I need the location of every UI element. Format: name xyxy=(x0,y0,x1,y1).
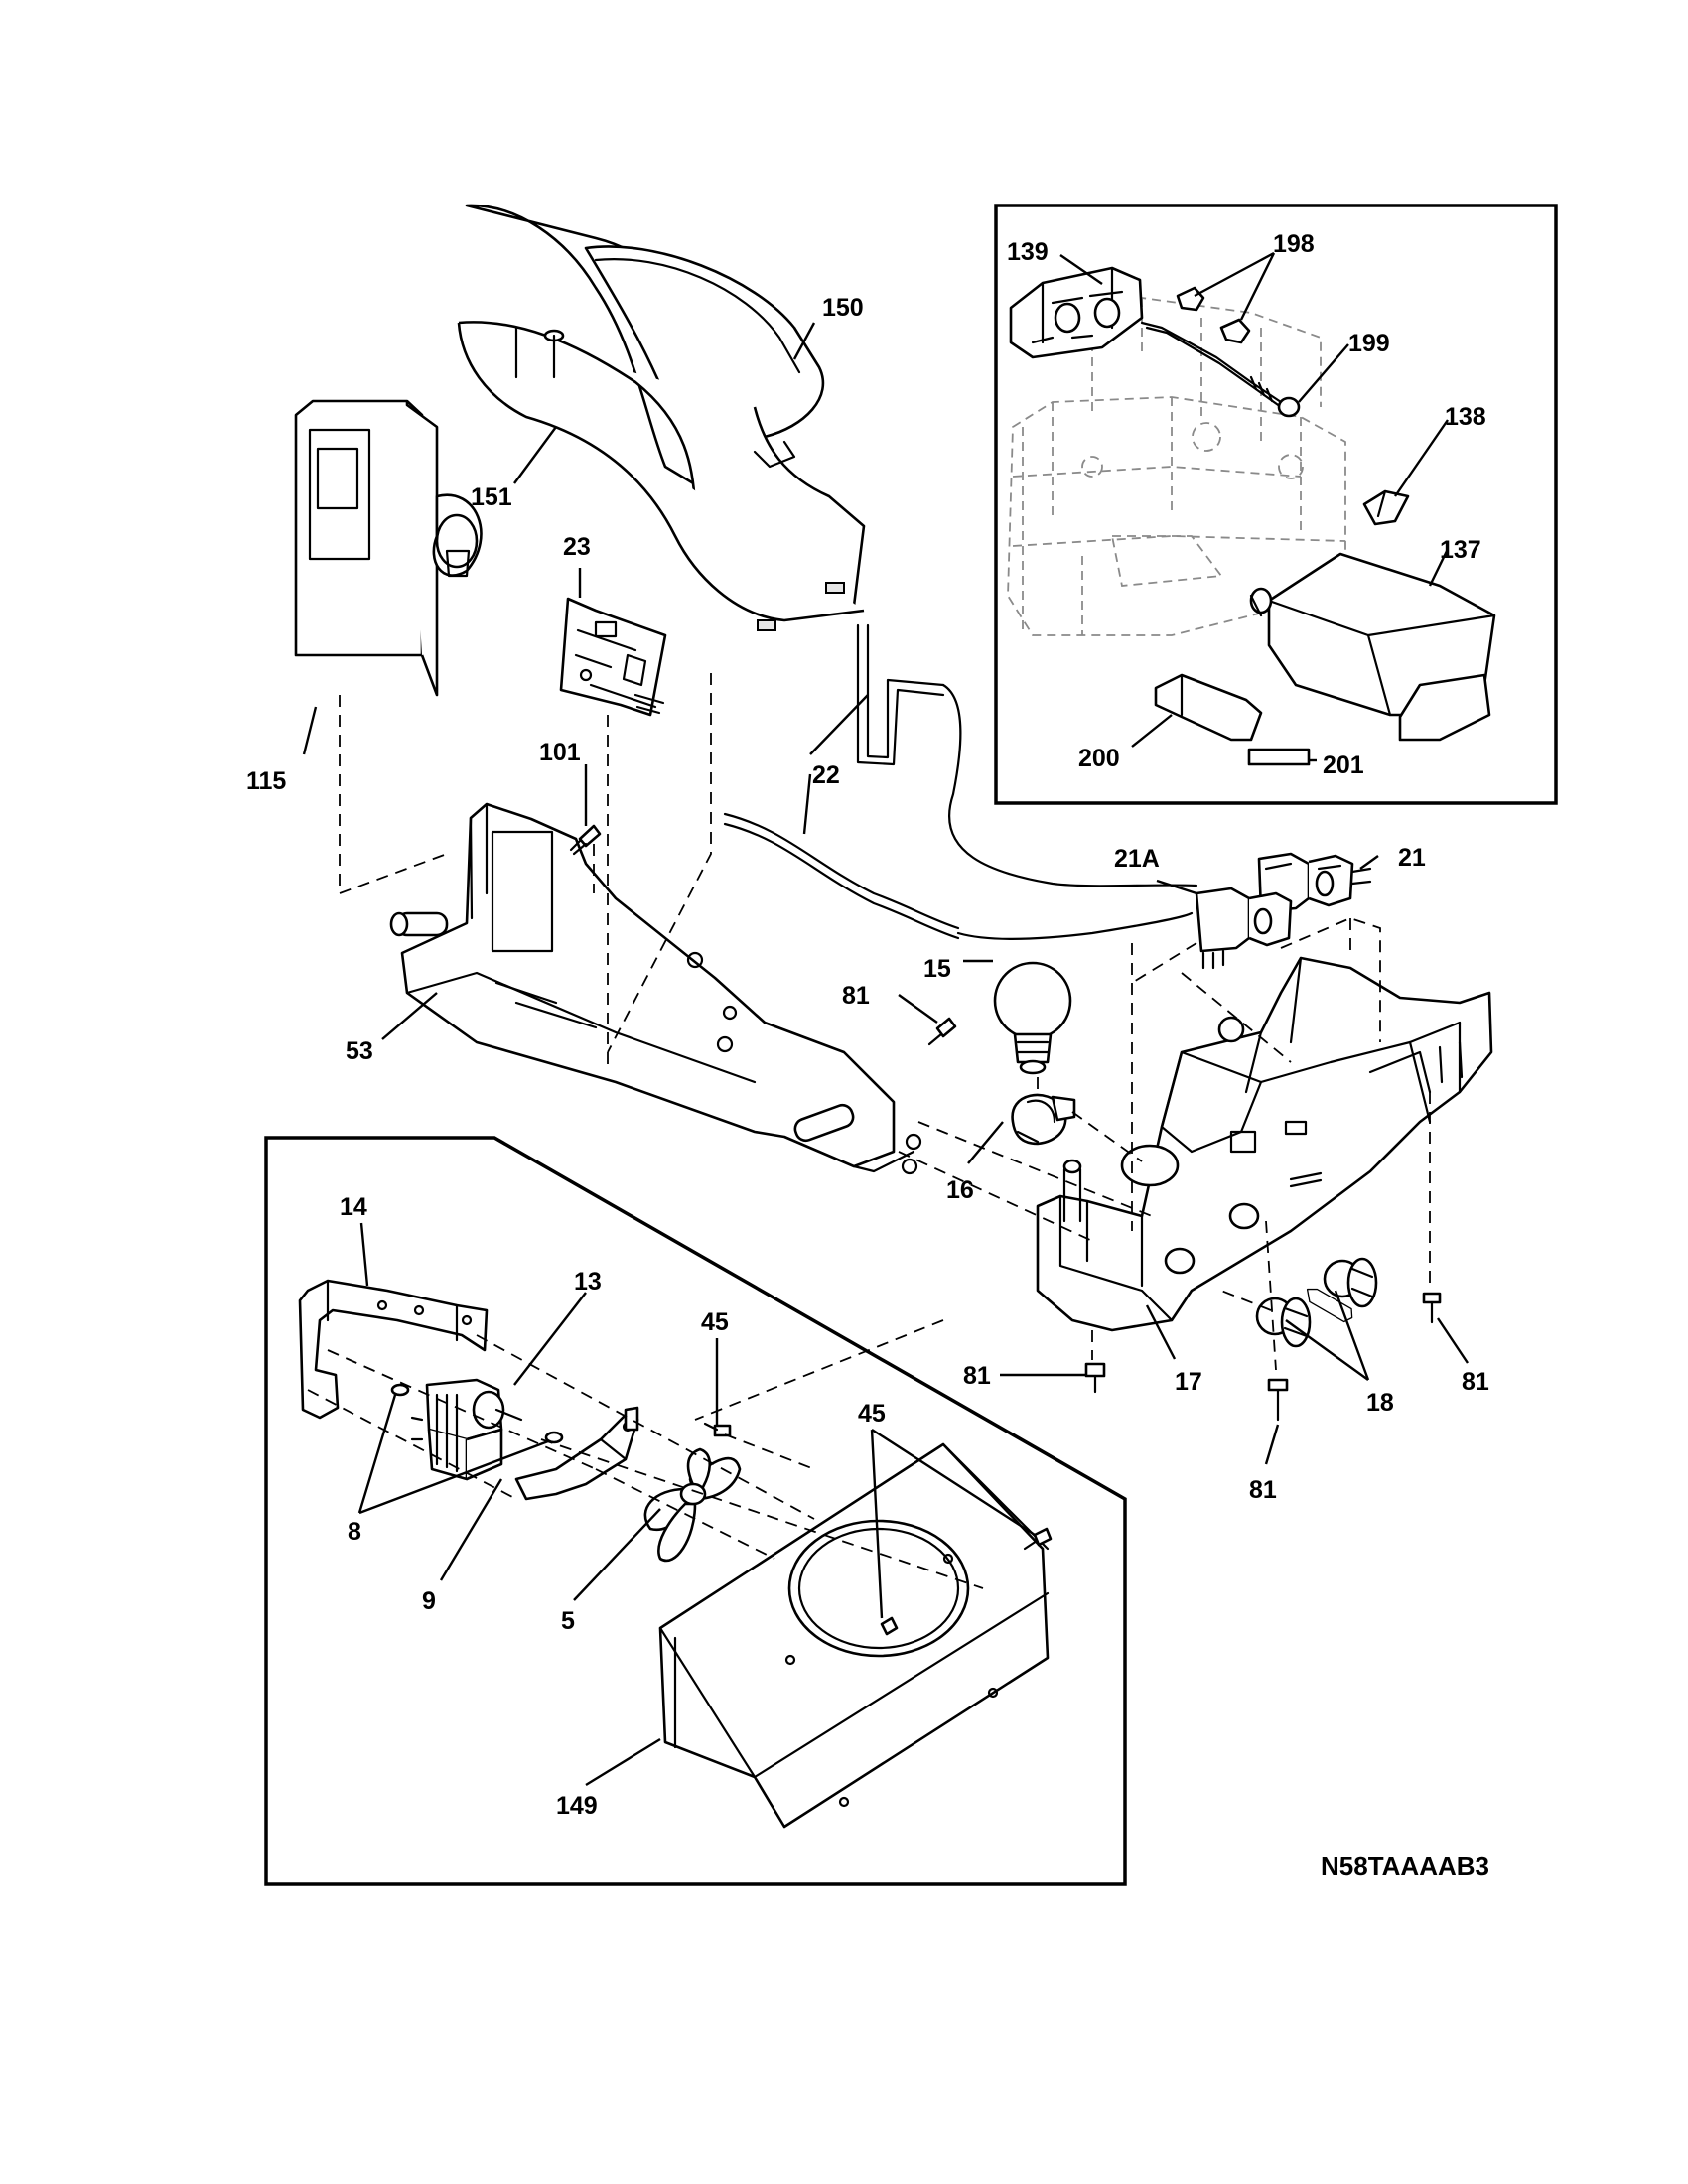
motor-13 xyxy=(410,1378,523,1481)
callout-45b: 45 xyxy=(858,1400,886,1428)
assembly-line-115 xyxy=(339,695,448,894)
callout-81b: 81 xyxy=(963,1362,991,1390)
callout-18: 18 xyxy=(1366,1389,1394,1417)
wire-harness-199 xyxy=(1140,321,1301,418)
module-139 xyxy=(1009,266,1144,359)
assembly-line-switch xyxy=(1131,917,1381,1231)
callout-198: 198 xyxy=(1273,230,1315,258)
callout-201: 201 xyxy=(1323,751,1364,779)
callout-45a: 45 xyxy=(701,1308,729,1336)
callout-8: 8 xyxy=(348,1518,361,1546)
callout-16: 16 xyxy=(946,1176,974,1204)
callout-23: 23 xyxy=(563,533,591,561)
inset-frame-top-right xyxy=(994,204,1558,805)
callout-21: 21 xyxy=(1398,844,1426,872)
callout-139: 139 xyxy=(1007,238,1049,266)
screw-81-c xyxy=(1267,1378,1289,1422)
callout-101: 101 xyxy=(539,739,581,766)
assembly-lines-fan xyxy=(307,1319,984,1589)
callout-21a: 21A xyxy=(1114,845,1160,873)
screw-81-b xyxy=(1084,1362,1106,1394)
housing-115 xyxy=(294,399,483,697)
knobs-18 xyxy=(1255,1257,1378,1348)
callout-81a: 81 xyxy=(842,982,870,1010)
washers-8 xyxy=(390,1383,564,1444)
callout-13: 13 xyxy=(574,1268,602,1296)
housing-17 xyxy=(1036,956,1493,1332)
callout-200: 200 xyxy=(1078,745,1120,772)
clips-198 xyxy=(1176,286,1251,344)
callout-17: 17 xyxy=(1175,1368,1202,1396)
callout-81d: 81 xyxy=(1462,1368,1489,1396)
screw-101 xyxy=(569,824,602,856)
callout-151: 151 xyxy=(471,483,512,511)
callout-53: 53 xyxy=(346,1037,373,1065)
callout-14: 14 xyxy=(340,1193,367,1221)
switch-21a xyxy=(1195,887,1293,970)
callout-9: 9 xyxy=(422,1587,436,1615)
tube-22 xyxy=(723,623,1198,940)
callout-150: 150 xyxy=(822,294,864,322)
assembly-line-knobs xyxy=(1091,1092,1431,1371)
diagram-id-code: N58TAAAAB3 xyxy=(1321,1851,1489,1881)
bulb-15 xyxy=(993,961,1072,1075)
fan-blade-5 xyxy=(643,1447,742,1563)
bracket-138 xyxy=(1362,489,1410,526)
callout-5: 5 xyxy=(561,1607,575,1635)
socket-16 xyxy=(1011,1093,1076,1146)
screw-45-b xyxy=(1023,1527,1053,1551)
fan-shroud-149 xyxy=(658,1442,1050,1829)
callout-15: 15 xyxy=(923,955,951,983)
callout-81c: 81 xyxy=(1249,1476,1277,1504)
bracket-9 xyxy=(514,1406,639,1501)
control-board-23 xyxy=(559,597,667,717)
chute-housing xyxy=(457,204,866,631)
callout-22: 22 xyxy=(812,761,840,789)
assembly-line-bracket xyxy=(898,1121,1153,1242)
leader-lines xyxy=(302,251,1469,1787)
callout-115: 115 xyxy=(246,767,286,795)
label-201 xyxy=(1247,748,1311,766)
inset-frame-fan-assembly xyxy=(264,1136,1127,1886)
dispenser-paddle-137 xyxy=(1249,552,1496,742)
callout-199: 199 xyxy=(1348,330,1390,357)
bracket-14 xyxy=(298,1279,489,1420)
callout-138: 138 xyxy=(1445,403,1486,431)
callout-149: 149 xyxy=(556,1792,598,1820)
screw-81-d xyxy=(1422,1292,1442,1324)
assembly-line-socket xyxy=(1037,1077,1143,1162)
assembly-line-23 xyxy=(607,673,712,1067)
screw-81-a xyxy=(927,1017,957,1046)
trim-200 xyxy=(1154,673,1263,742)
callout-137: 137 xyxy=(1440,536,1481,564)
